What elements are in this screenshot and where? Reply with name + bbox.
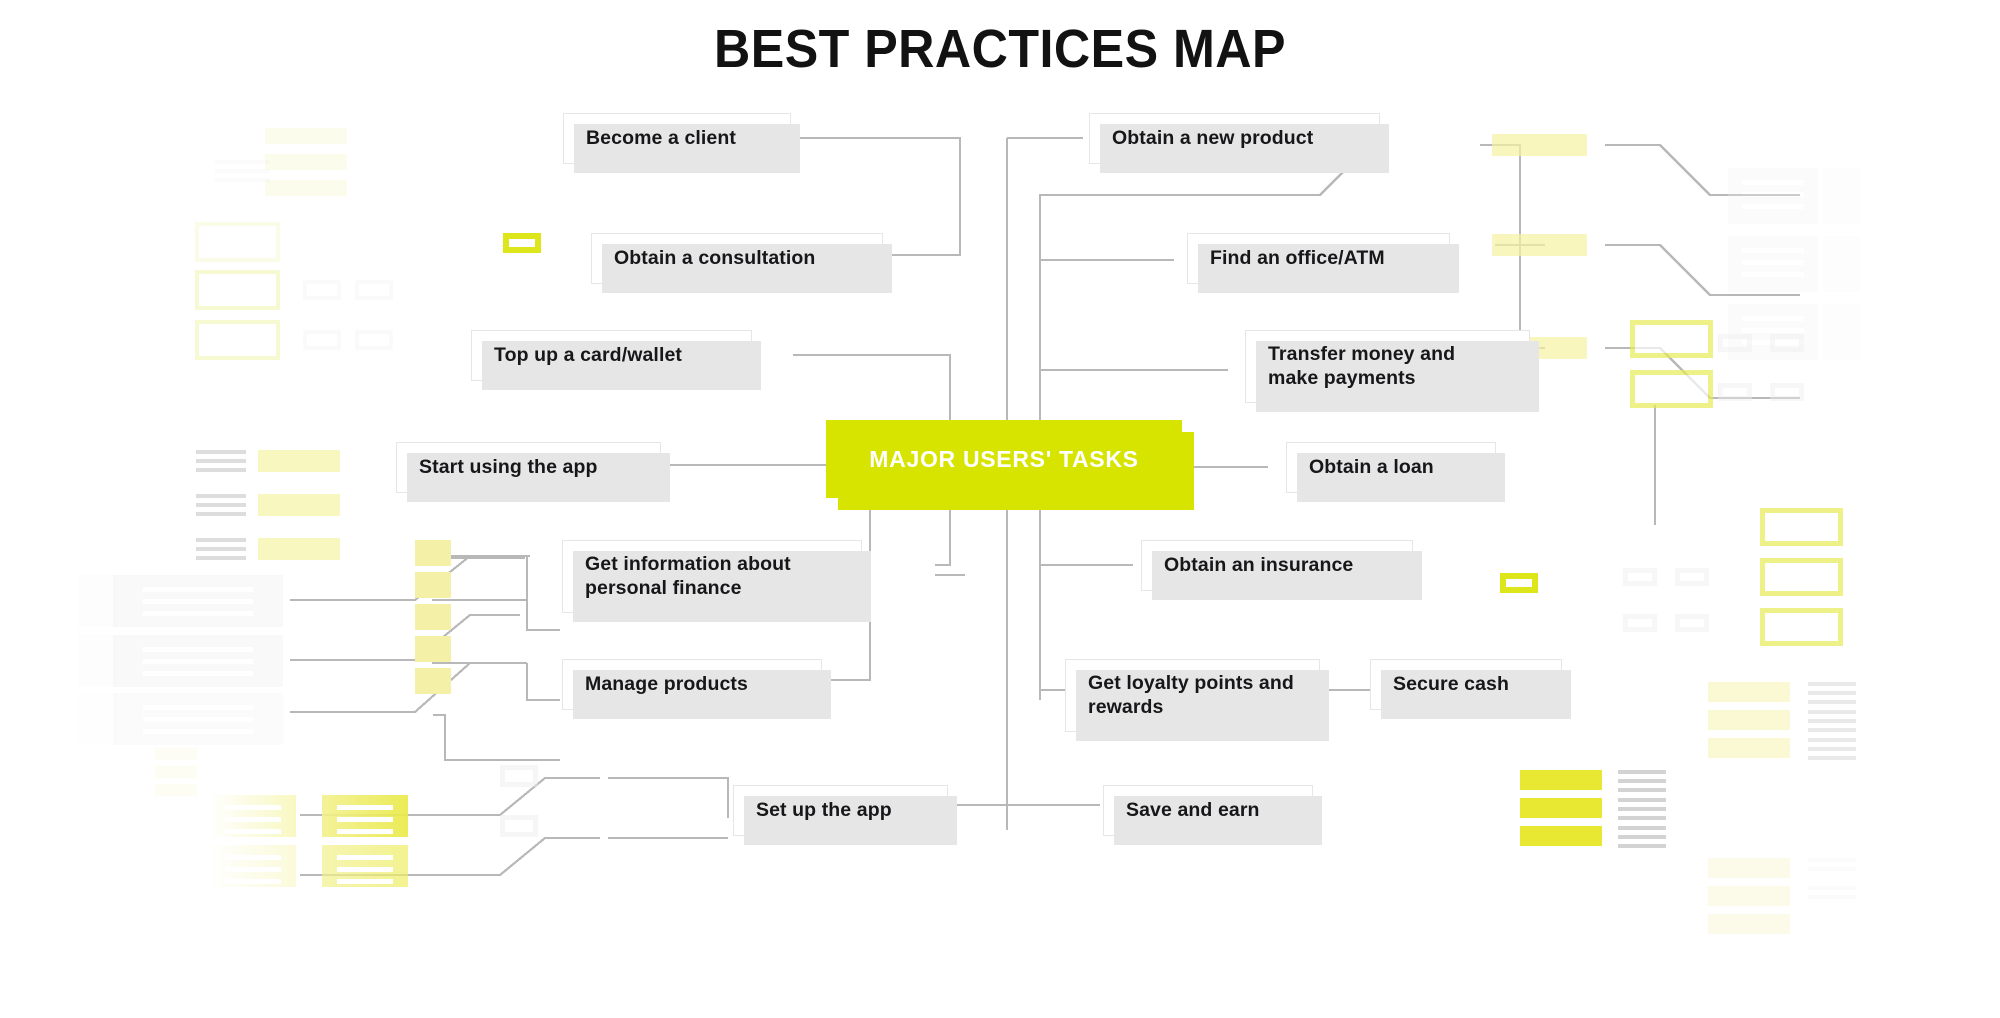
decor-right-outline-5 <box>1760 608 1843 646</box>
decor-right-gbox-7 <box>1623 614 1657 632</box>
node-label: Manage products <box>585 672 748 695</box>
center-node-label: MAJOR USERS' TASKS <box>869 445 1139 472</box>
node-label: Get loyalty points and rewards <box>1088 671 1294 718</box>
node-manage-products[interactable]: Manage products <box>562 659 831 719</box>
node-get-information-about-personal-finance[interactable]: Get information about personal finance <box>562 540 871 622</box>
node-secure-cash[interactable]: Secure cash <box>1370 659 1571 719</box>
node-label: Top up a card/wallet <box>494 343 683 366</box>
decor-gcard-2 <box>113 635 283 687</box>
accent-outline-icon-left <box>503 233 541 253</box>
decor-right-gcard-stub-1 <box>1823 168 1861 224</box>
decor-right-gcard-2 <box>1728 236 1818 292</box>
decor-ycard-1 <box>210 795 296 837</box>
decor-right-gbox-8 <box>1675 614 1709 632</box>
node-label: Find an office/ATM <box>1210 246 1385 269</box>
decor-right-gbox-1 <box>1718 334 1752 352</box>
decor-right-outline-2 <box>1630 370 1713 408</box>
decor-ycard-2 <box>322 795 408 837</box>
accent-outline-icon-right <box>1500 573 1538 593</box>
decor-chip-outline-2 <box>500 815 538 837</box>
node-label: Become a client <box>586 126 736 149</box>
decor-ycard-3 <box>210 845 296 887</box>
page-title: BEST PRACTICES MAP <box>713 19 1287 79</box>
decor-ycard-4 <box>322 845 408 887</box>
decor-gcard-stub-2 <box>78 635 118 687</box>
node-set-up-the-app[interactable]: Set up the app <box>733 785 957 845</box>
decor-right-chip-2 <box>1492 234 1587 256</box>
node-label: Secure cash <box>1393 672 1510 695</box>
node-label: Transfer money and make payments <box>1268 342 1456 389</box>
node-obtain-an-insurance[interactable]: Obtain an insurance <box>1141 540 1422 600</box>
node-obtain-a-new-product[interactable]: Obtain a new product <box>1089 113 1389 173</box>
decor-gcard-stub-3 <box>78 693 118 745</box>
decor-gbox-2 <box>355 280 393 300</box>
decor-right-gbox-4 <box>1770 383 1804 401</box>
decor-right-outline-3 <box>1760 508 1843 546</box>
decor-outline-box-2 <box>195 270 280 310</box>
node-label: Get information about personal finance <box>585 552 791 599</box>
node-get-loyalty-points-and-rewards[interactable]: Get loyalty points and rewards <box>1065 659 1329 741</box>
decor-outline-box-3 <box>195 320 280 360</box>
decor-right-gbox-6 <box>1675 568 1709 586</box>
decor-right-outline-4 <box>1760 558 1843 596</box>
node-label: Set up the app <box>756 798 892 821</box>
decor-right-gbox-5 <box>1623 568 1657 586</box>
node-save-and-earn[interactable]: Save and earn <box>1103 785 1322 845</box>
node-label: Obtain a loan <box>1309 455 1434 478</box>
decor-gbox-1 <box>303 280 341 300</box>
decor-gbox-3 <box>303 330 341 350</box>
node-obtain-a-consultation[interactable]: Obtain a consultation <box>591 233 892 293</box>
decor-right-gcard-3 <box>1728 304 1818 360</box>
node-find-an-office-atm[interactable]: Find an office/ATM <box>1187 233 1459 293</box>
decor-gbox-4 <box>355 330 393 350</box>
decor-chip-outline-1 <box>500 765 538 787</box>
decor-right-gbox-3 <box>1718 383 1752 401</box>
decor-right-gcard-stub-2 <box>1823 236 1861 292</box>
decor-gcard-3 <box>113 693 283 745</box>
node-transfer-money-and-make-payments[interactable]: Transfer money and make payments <box>1245 330 1539 412</box>
node-label: Obtain a new product <box>1112 126 1314 149</box>
decor-right-gbox-2 <box>1770 334 1804 352</box>
node-top-up-a-card-wallet[interactable]: Top up a card/wallet <box>471 330 761 390</box>
node-obtain-a-loan[interactable]: Obtain a loan <box>1286 442 1505 502</box>
decor-outline-box-1 <box>195 222 280 262</box>
center-node-major-users-tasks[interactable]: MAJOR USERS' TASKS <box>826 420 1194 510</box>
node-label: Obtain a consultation <box>614 246 816 269</box>
node-become-a-client[interactable]: Become a client <box>563 113 800 173</box>
decor-gcard-stub-1 <box>78 575 118 627</box>
node-label: Obtain an insurance <box>1164 553 1354 576</box>
decor-right-outline-1 <box>1630 320 1713 358</box>
decor-gcard-1 <box>113 575 283 627</box>
decor-right-chip-1 <box>1492 134 1587 156</box>
decor-right-gcard-stub-3 <box>1823 304 1861 360</box>
node-label: Save and earn <box>1126 798 1260 821</box>
node-start-using-the-app[interactable]: Start using the app <box>396 442 670 502</box>
decor-right-gcard-1 <box>1728 168 1818 224</box>
node-label: Start using the app <box>419 455 598 478</box>
